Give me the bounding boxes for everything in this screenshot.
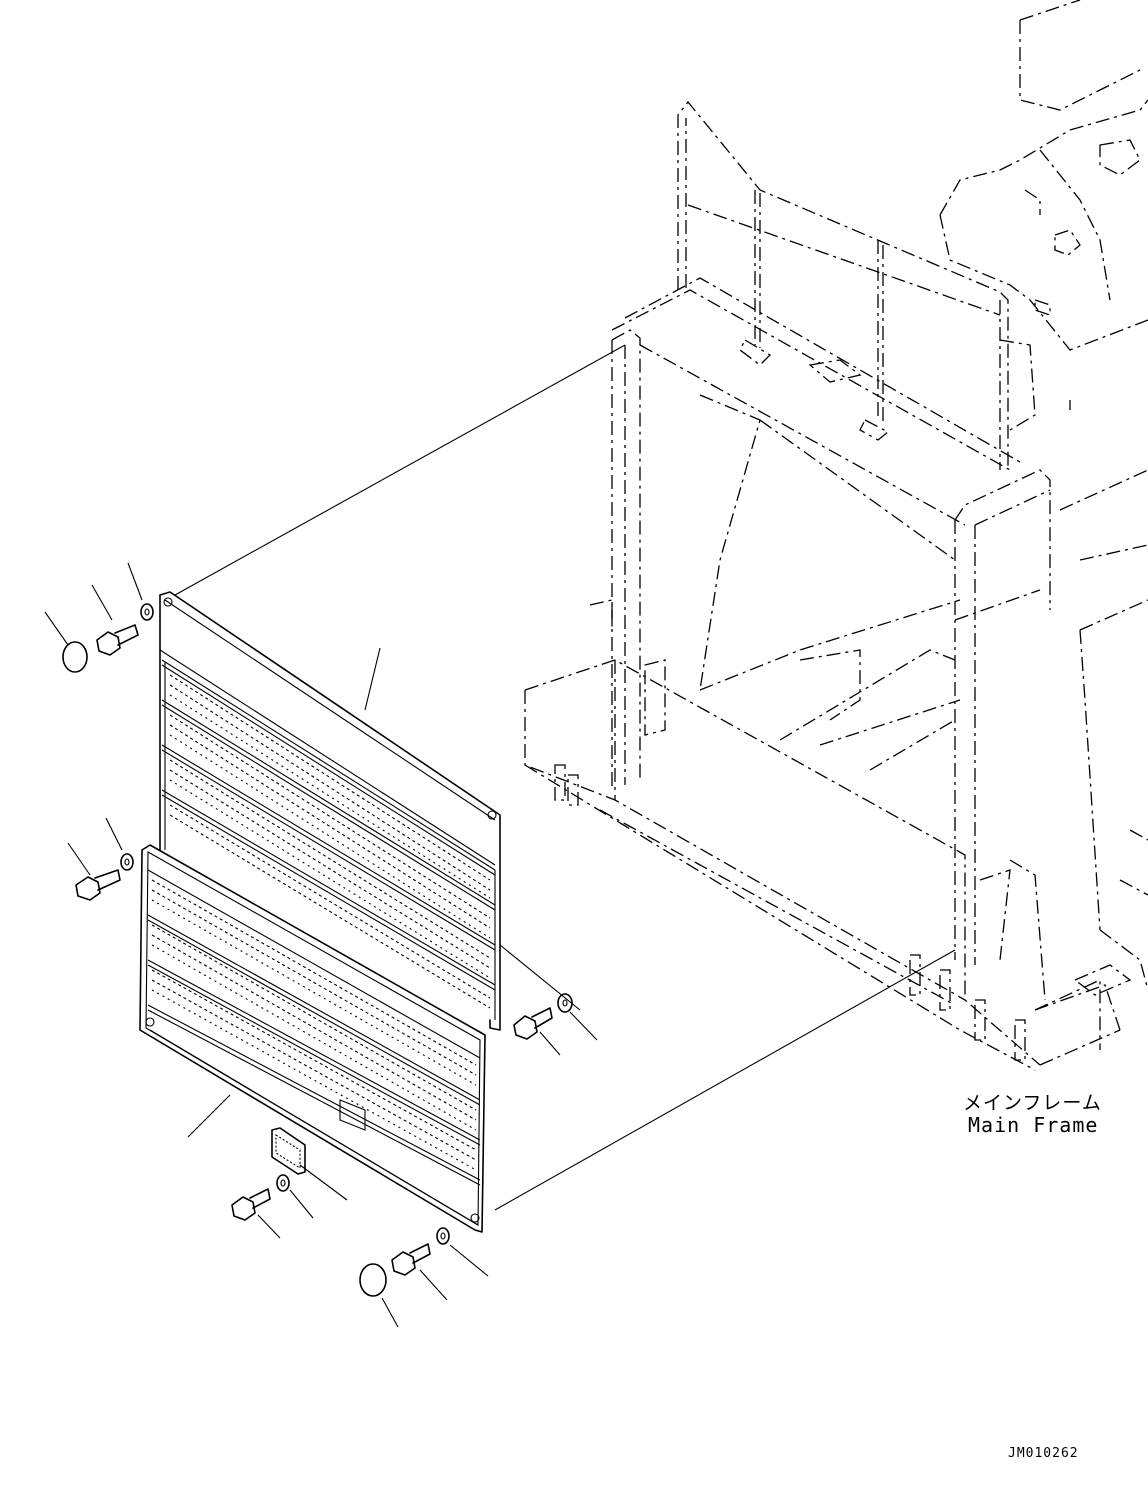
leader-lines (44, 344, 956, 1328)
bolt-set-right (513, 993, 573, 1040)
bolt-set-lower-left (231, 1174, 290, 1221)
upper-grille (159, 591, 501, 1031)
lower-grille (139, 844, 486, 1233)
main-frame-phantom (524, 0, 1148, 1071)
bolt-set-middle (75, 853, 134, 901)
bolt-set-lower-right (359, 1227, 450, 1297)
main-frame-label-en: Main Frame (968, 1113, 1099, 1137)
drawing-id: JM010262 (1008, 1446, 1079, 1461)
name-plate (271, 1127, 306, 1175)
main-frame-label-jp: メインフレーム (963, 1092, 1102, 1114)
bolt-set-upper (62, 603, 154, 673)
